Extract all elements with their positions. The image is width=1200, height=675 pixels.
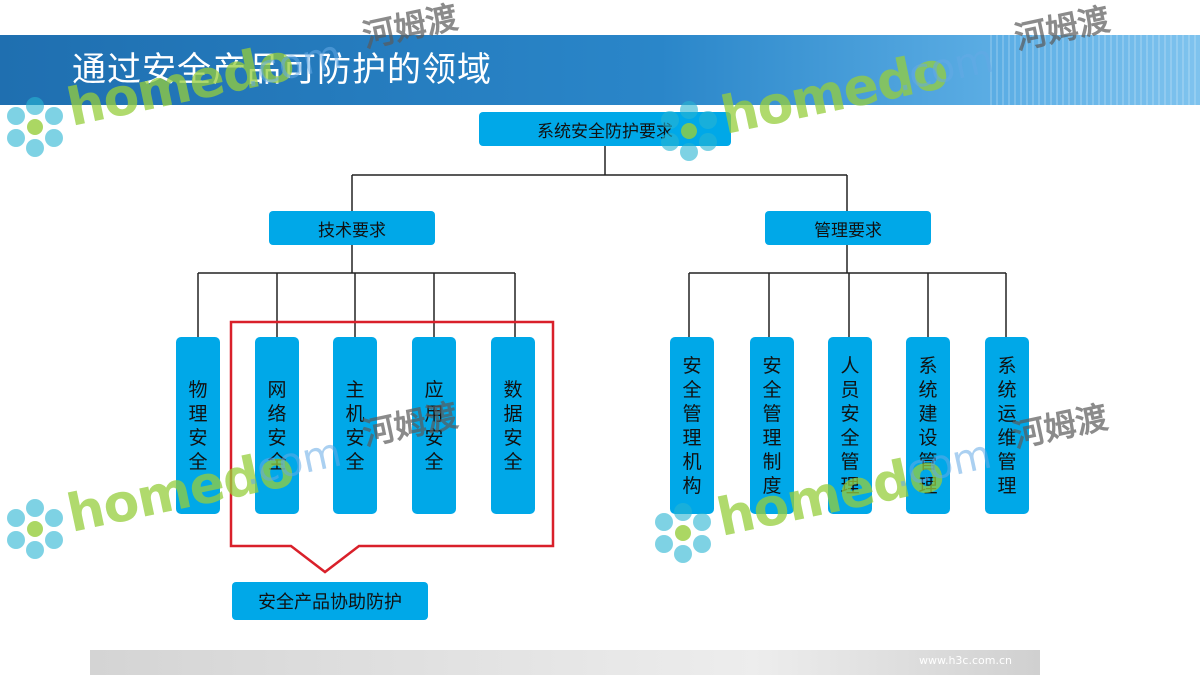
highlight-label: 安全产品协助防护 [232,582,428,620]
leaf-label: 系统建设管理 [918,354,938,497]
root-node: 系统安全防护要求 [479,112,731,146]
leaf-node: 物理安全 [176,337,220,514]
leaf-node: 应用安全 [412,337,456,514]
leaf-node: 网络安全 [255,337,299,514]
leaf-label: 物理安全 [188,378,208,473]
leaf-label: 安全管理机构 [682,354,702,497]
branch-node-mgmt: 管理要求 [765,211,931,245]
leaf-node: 安全管理机构 [670,337,714,514]
leaf-label: 数据安全 [503,378,523,473]
branch-node-tech: 技术要求 [269,211,435,245]
leaf-node: 主机安全 [333,337,377,514]
leaf-label: 系统运维管理 [997,354,1017,497]
leaf-label: 人员安全管理 [840,354,860,497]
banner-stripes [990,35,1200,105]
leaf-node: 安全管理制度 [750,337,794,514]
leaf-label: 主机安全 [345,378,365,473]
leaf-node: 系统建设管理 [906,337,950,514]
leaf-node: 系统运维管理 [985,337,1029,514]
footer-bar: www.h3c.com.cn [90,650,1040,675]
highlight-callout-frame [229,320,555,574]
title-banner [0,35,1200,105]
leaf-label: 安全管理制度 [762,354,782,497]
leaf-node: 数据安全 [491,337,535,514]
footer-url: www.h3c.com.cn [918,654,1012,667]
leaf-label: 应用安全 [424,378,444,473]
slide-title: 通过安全产品可防护的领域 [72,50,492,90]
leaf-node: 人员安全管理 [828,337,872,514]
leaf-label: 网络安全 [267,378,287,473]
